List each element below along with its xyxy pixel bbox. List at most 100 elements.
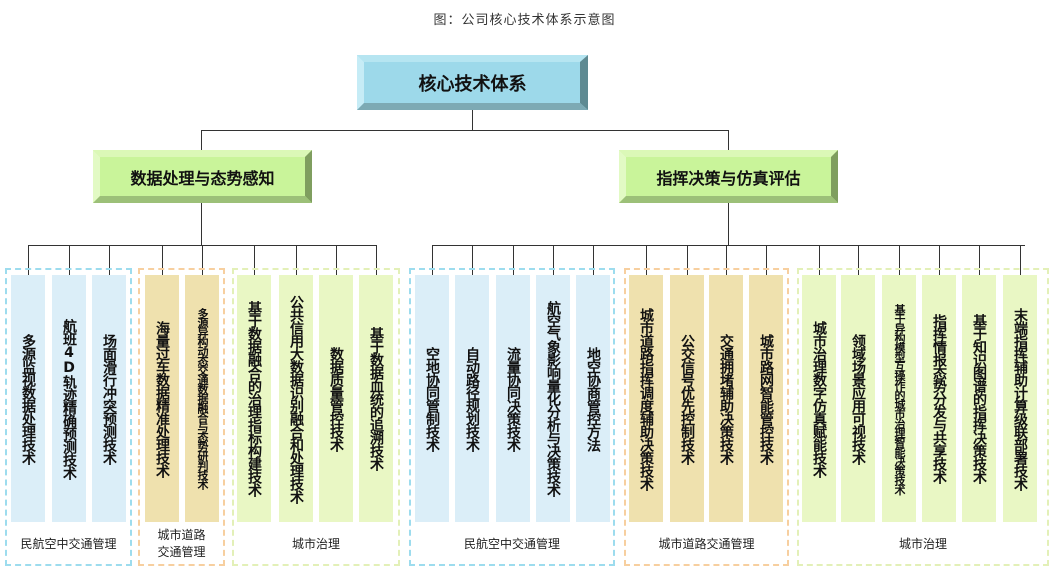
connector-leaf-drop xyxy=(979,245,980,275)
leaf-node: 多源异构动态交通数据融合与态势研判技术 xyxy=(185,275,219,522)
connector-leaf-drop xyxy=(553,245,554,275)
leaf-node: 基于知识图谱的指挥决策技术 xyxy=(962,275,996,522)
group-urban-road-2: 城市道路交通管理 xyxy=(624,268,789,566)
group-civil-aviation-2: 民航空中交通管理 xyxy=(409,268,615,566)
connector-right-leaf-bar xyxy=(432,245,1025,246)
group-label: 城市道路 交通管理 xyxy=(140,524,223,564)
leaf-label: 数据质量管控技术 xyxy=(328,346,344,451)
connector-leaf-drop xyxy=(202,245,203,275)
connector-root-down xyxy=(472,110,473,130)
leaf-node: 城市道路指挥调度辅助决策技术 xyxy=(629,275,663,522)
leaf-node: 交通拥堵辅助决策技术 xyxy=(709,275,743,522)
branch-label: 指挥决策与仿真评估 xyxy=(656,168,801,188)
connector-leaf-drop xyxy=(254,245,255,275)
branch-bevel xyxy=(619,150,838,203)
connector-leaf-drop xyxy=(296,245,297,275)
leaf-label: 城市路网智能管控技术 xyxy=(758,333,774,464)
leaf-node: 航班4D轨迹精确预测技术 xyxy=(52,275,86,522)
leaf-label: 空地协同管制技术 xyxy=(424,346,440,451)
leaf-node: 航空气象影响量化分析与决策技术 xyxy=(536,275,570,522)
connector-leaf-drop xyxy=(109,245,110,275)
group-label: 民航空中交通管理 xyxy=(20,536,117,551)
leaf-label: 公交信号优先控制技术 xyxy=(679,333,695,464)
connector-leaf-drop xyxy=(593,245,594,275)
group-label-line: 城市道路 xyxy=(157,528,206,542)
connector-leaf-drop xyxy=(376,245,377,275)
branch-node-data-processing: 数据处理与态势感知 xyxy=(93,150,312,203)
connector-leaf-drop xyxy=(939,245,940,275)
leaf-label: 自动路径规划技术 xyxy=(464,346,480,451)
connector-leaf-drop xyxy=(726,245,727,275)
connector-root-bar xyxy=(201,130,729,131)
connector-leaf-drop xyxy=(858,245,859,275)
connector-to-right-branch xyxy=(728,130,729,150)
leaf-label: 航空气象影响量化分析与决策技术 xyxy=(545,301,561,496)
leaf-label: 多源监视数据处理技术 xyxy=(20,333,36,464)
leaf-node: 场面滑行冲突预测技术 xyxy=(92,275,126,522)
connector-leaf-drop xyxy=(687,245,688,275)
connector-leaf-drop xyxy=(162,245,163,275)
connector-leaf-drop xyxy=(819,245,820,275)
leaf-node: 自动路径规划技术 xyxy=(455,275,489,522)
group-label: 城市治理 xyxy=(898,536,947,551)
leaf-label: 末端指挥辅助计算级联部署技术 xyxy=(1012,307,1028,490)
leaf-label: 基于异构模型互操作的城市治理智能决策技术 xyxy=(893,303,906,494)
figure-caption: 图：公司核心技术体系示意图 xyxy=(433,13,616,28)
group-label-line: 交通管理 xyxy=(157,545,206,559)
connector-leaf-drop xyxy=(69,245,70,275)
leaf-node: 指挥情报态势分发与共享技术 xyxy=(922,275,956,522)
leaf-node: 公交信号优先控制技术 xyxy=(670,275,704,522)
leaf-node: 城市治理数字仿真赋能技术 xyxy=(802,275,836,522)
group-label: 城市治理 xyxy=(291,536,340,551)
leaf-label: 流量协同决策技术 xyxy=(505,346,521,451)
leaf-node: 基于异构模型互操作的城市治理智能决策技术 xyxy=(882,275,916,522)
connector-leaf-drop xyxy=(432,245,433,275)
group-urban-governance-2: 城市治理 xyxy=(797,268,1049,566)
leaf-node: 多源监视数据处理技术 xyxy=(11,275,45,522)
connector-leaf-drop xyxy=(472,245,473,275)
group-label: 城市道路交通管理 xyxy=(658,536,755,551)
leaf-node: 空地协同管制技术 xyxy=(415,275,449,522)
branch-label: 数据处理与态势感知 xyxy=(130,168,275,188)
root-node-bevel xyxy=(357,55,588,110)
leaf-node: 领域场景应用可视技术 xyxy=(841,275,875,522)
group-urban-road-1: 城市道路 交通管理 xyxy=(138,268,225,566)
connector-leaf-drop xyxy=(513,245,514,275)
leaf-label: 海量过车数据精准处理技术 xyxy=(154,320,170,477)
leaf-node: 城市路网智能管控技术 xyxy=(749,275,783,522)
leaf-label: 基于数据血统的追溯技术 xyxy=(368,327,384,470)
connector-leaf-drop xyxy=(766,245,767,275)
branch-node-command-decision: 指挥决策与仿真评估 xyxy=(619,150,838,203)
connector-leaf-drop xyxy=(28,245,29,275)
leaf-node: 流量协同决策技术 xyxy=(496,275,530,522)
leaf-label: 基于数据融合的治理指标构建技术 xyxy=(246,301,262,496)
group-civil-aviation-1: 民航空中交通管理 xyxy=(5,268,132,566)
connector-leaf-drop xyxy=(646,245,647,275)
leaf-node: 基于数据融合的治理指标构建技术 xyxy=(237,275,271,522)
leaf-label: 航班4D轨迹精确预测技术 xyxy=(61,318,77,479)
connector-leaf-drop xyxy=(1020,245,1021,275)
leaf-node: 公共信用大数据识别融合和处理技术 xyxy=(279,275,313,522)
leaf-node: 数据质量管控技术 xyxy=(319,275,353,522)
leaf-node: 末端指挥辅助计算级联部署技术 xyxy=(1003,275,1037,522)
leaf-label: 领域场景应用可视技术 xyxy=(850,333,866,464)
root-node-label: 核心技术体系 xyxy=(418,73,527,95)
group-urban-governance-1: 城市治理 xyxy=(232,268,400,566)
connector-to-left-branch xyxy=(201,130,202,150)
leaf-label: 交通拥堵辅助决策技术 xyxy=(718,333,734,464)
connector-left-branch-down xyxy=(201,203,202,245)
leaf-node: 地空协商管控方法 xyxy=(576,275,610,522)
leaf-label: 基于知识图谱的指挥决策技术 xyxy=(971,314,987,483)
connector-leaf-drop xyxy=(899,245,900,275)
root-node: 核心技术体系 xyxy=(357,55,588,110)
connector-leaf-drop xyxy=(336,245,337,275)
leaf-label: 多源异构动态交通数据融合与态势研判技术 xyxy=(196,308,209,489)
leaf-label: 指挥情报态势分发与共享技术 xyxy=(931,314,947,483)
leaf-label: 公共信用大数据识别融合和处理技术 xyxy=(288,294,304,503)
connector-right-branch-down xyxy=(728,203,729,245)
leaf-label: 城市治理数字仿真赋能技术 xyxy=(811,320,827,477)
leaf-label: 地空协商管控方法 xyxy=(585,346,601,451)
leaf-label: 城市道路指挥调度辅助决策技术 xyxy=(638,307,654,490)
leaf-label: 场面滑行冲突预测技术 xyxy=(101,333,117,464)
group-label: 民航空中交通管理 xyxy=(463,536,560,551)
